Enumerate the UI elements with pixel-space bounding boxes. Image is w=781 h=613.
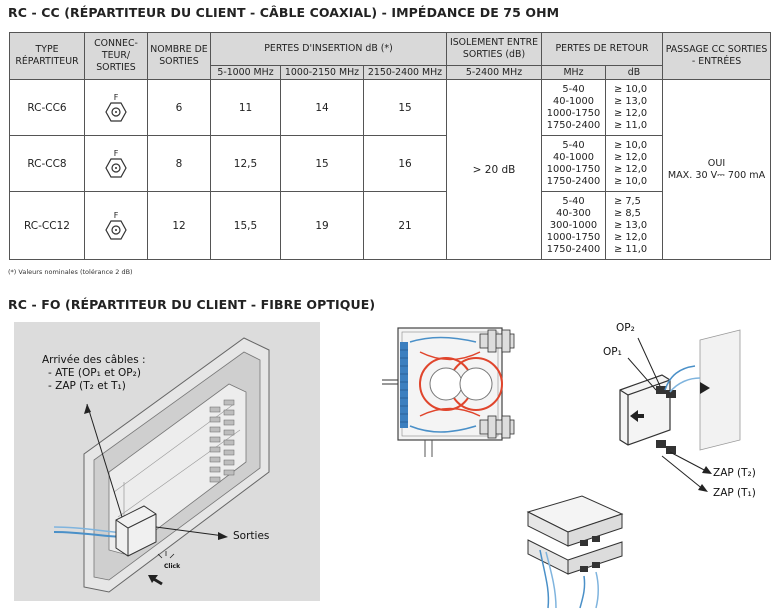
stacked-boxes-illustration (526, 495, 624, 609)
zap-label: - ZAP (T₂ et T₁) (48, 380, 126, 392)
nombre-sorties-cell: 12 (147, 191, 211, 260)
perte-band2-cell: 15 (280, 135, 364, 192)
retour-mhz-value: 1750-2400 (546, 175, 601, 187)
sorties-label: Sorties (233, 530, 270, 542)
perte-band2-cell: 19 (280, 191, 364, 260)
f-connector-icon (105, 158, 127, 178)
header-band-1: 5-1000 MHz (210, 65, 281, 80)
perte-band3-cell: 21 (363, 191, 447, 260)
retour-mhz-value: 5-40 (562, 83, 585, 95)
retour-db-value: ≥ 11,0 (614, 119, 648, 131)
connector-cell: F (84, 79, 148, 136)
f-connector-icon (105, 102, 127, 122)
optical-box-illustration (619, 329, 741, 492)
nombre-sorties-cell: 6 (147, 79, 211, 136)
section-title-fibre: RC - FO (RÉPARTITEUR DU CLIENT - FIBRE O… (8, 297, 376, 312)
retour-mhz-cell: 5-40 40-1000 1000-1750 1750-2400 (541, 79, 606, 136)
retour-db-value: ≥ 8,5 (614, 207, 641, 219)
isolement-cell: > 20 dB (446, 79, 542, 260)
retour-db-value: ≥ 11,0 (614, 243, 648, 255)
retour-db-cell: ≥ 10,0 ≥ 13,0 ≥ 12,0 ≥ 11,0 (605, 79, 663, 136)
retour-db-value: ≥ 12,0 (614, 107, 648, 119)
retour-db-value: ≥ 7,5 (614, 195, 641, 207)
retour-mhz-cell: 5-40 40-1000 1000-1750 1750-2400 (541, 135, 606, 192)
retour-mhz-cell: 5-40 40-300 300-1000 1000-1750 1750-2400 (541, 191, 606, 260)
retour-mhz-value: 5-40 (562, 195, 585, 207)
retour-mhz-value: 5-40 (562, 139, 585, 151)
retour-db-value: ≥ 13,0 (614, 95, 648, 107)
connector-cell: F (84, 191, 148, 260)
installation-panel: Arrivée des câbles : - ATE (OP₁ et OP₂) … (14, 322, 320, 601)
header-db: dB (605, 65, 663, 80)
retour-db-cell: ≥ 7,5 ≥ 8,5 ≥ 13,0 ≥ 12,0 ≥ 11,0 (605, 191, 663, 260)
connector-label: F (113, 211, 119, 220)
header-band-3: 2150-2400 MHz (363, 65, 447, 80)
retour-mhz-value: 40-1000 (553, 95, 594, 107)
retour-mhz-value: 40-1000 (553, 151, 594, 163)
header-pertes-retour: PERTES DE RETOUR (541, 32, 663, 66)
retour-db-value: ≥ 13,0 (614, 219, 648, 231)
passage-value: OUI (707, 157, 726, 169)
header-type: TYPE RÉPARTITEUR (9, 32, 85, 80)
retour-db-value: ≥ 12,0 (614, 231, 648, 243)
perte-band3-cell: 15 (363, 79, 447, 136)
type-cell: RC-CC8 (9, 135, 85, 192)
connector-label: F (113, 93, 119, 102)
header-pertes-insertion: PERTES D'INSERTION dB (*) (210, 32, 447, 66)
zap-t2-label: ZAP (T₂) (713, 467, 756, 479)
header-iso-band: 5-2400 MHz (446, 65, 542, 80)
retour-db-cell: ≥ 10,0 ≥ 12,0 ≥ 12,0 ≥ 10,0 (605, 135, 663, 192)
wall-box-illustration (53, 337, 270, 593)
retour-db-value: ≥ 12,0 (614, 163, 648, 175)
retour-mhz-value: 300-1000 (549, 219, 598, 231)
retour-mhz-value: 1000-1750 (546, 163, 601, 175)
spec-table: TYPE RÉPARTITEUR CONNEC- TEUR/ SORTIES N… (9, 32, 771, 260)
table-row: RC-CC8 F 8 12,5 15 16 5-40 40-1000 1000-… (9, 135, 771, 192)
header-passage-cc: PASSAGE CC SORTIES - ENTRÉES (662, 32, 771, 80)
retour-mhz-value: 1750-2400 (546, 119, 601, 131)
section-title-coaxial: RC - CC (RÉPARTITEUR DU CLIENT - CÂBLE C… (8, 5, 560, 20)
retour-mhz-value: 1750-2400 (546, 243, 601, 255)
table-row: RC-CC12 F 12 15,5 19 21 5-40 40-300 300-… (9, 191, 771, 260)
retour-mhz-value: 1000-1750 (546, 107, 601, 119)
f-connector-icon (105, 220, 127, 240)
fiber-tray-illustration (382, 327, 515, 457)
footnote: (*) Valeurs nominales (tolérance 2 dB) (8, 268, 133, 276)
retour-mhz-value: 1000-1750 (546, 231, 601, 243)
perte-band1-cell: 15,5 (210, 191, 281, 260)
op2-label: OP₂ (616, 322, 635, 334)
type-cell: RC-CC6 (9, 79, 85, 136)
connector-label: F (113, 149, 119, 158)
click-label: Click (164, 563, 181, 570)
passage-cell: OUI MAX. 30 V⎓ 700 mA (662, 79, 771, 260)
type-cell: RC-CC12 (9, 191, 85, 260)
retour-db-value: ≥ 10,0 (614, 83, 648, 95)
connector-cell: F (84, 135, 148, 192)
header-nombre-sorties: NOMBRE DE SORTIES (147, 32, 211, 80)
ate-label: - ATE (OP₁ et OP₂) (48, 367, 141, 379)
header-band-2: 1000-2150 MHz (280, 65, 364, 80)
retour-db-value: ≥ 12,0 (614, 151, 648, 163)
retour-db-value: ≥ 10,0 (614, 175, 648, 187)
perte-band1-cell: 11 (210, 79, 281, 136)
nombre-sorties-cell: 8 (147, 135, 211, 192)
arrivee-label: Arrivée des câbles : (42, 354, 146, 366)
header-connecteur: CONNEC- TEUR/ SORTIES (84, 32, 148, 80)
perte-band3-cell: 16 (363, 135, 447, 192)
zap-t1-label: ZAP (T₁) (713, 487, 756, 499)
retour-mhz-value: 40-300 (556, 207, 591, 219)
perte-band1-cell: 12,5 (210, 135, 281, 192)
retour-db-value: ≥ 10,0 (614, 139, 648, 151)
header-mhz: MHz (541, 65, 606, 80)
header-isolement: ISOLEMENT ENTRE SORTIES (dB) (446, 32, 542, 66)
table-row: RC-CC6 F 6 11 14 15 > 20 dB 5-40 40-1000… (9, 79, 771, 260)
perte-band2-cell: 14 (280, 79, 364, 136)
passage-detail: MAX. 30 V⎓ 700 mA (667, 169, 766, 181)
op1-label: OP₁ (603, 346, 622, 358)
